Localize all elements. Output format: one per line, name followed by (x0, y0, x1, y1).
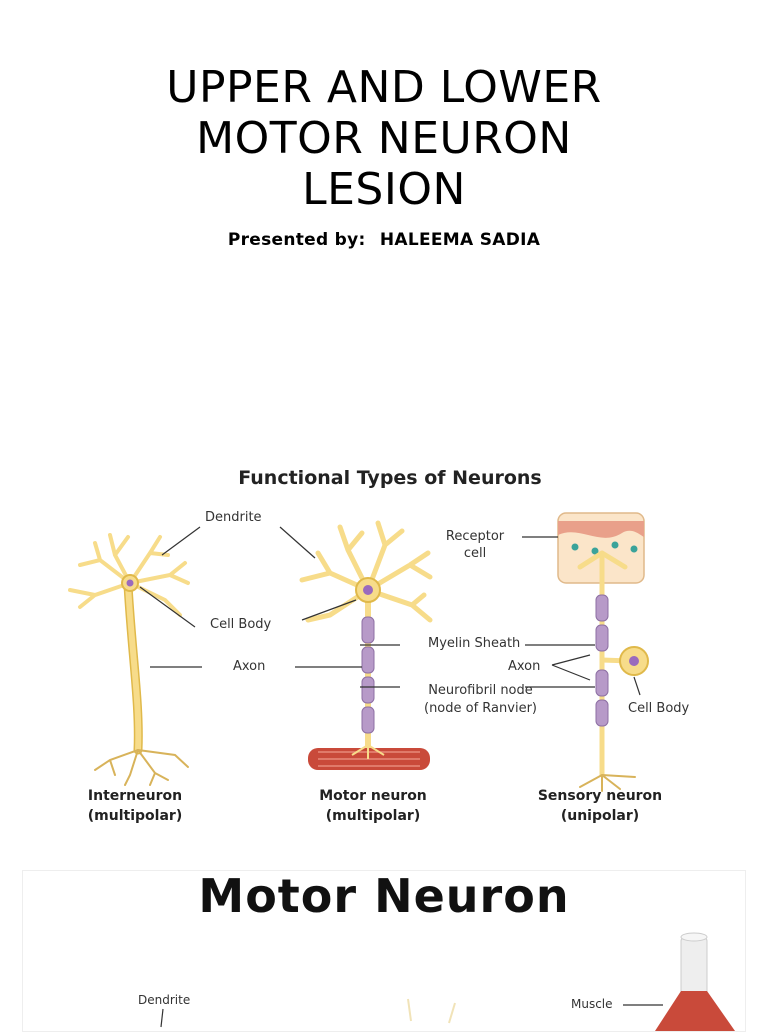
interneuron-drawing (68, 533, 190, 786)
slide-title: UPPER AND LOWER MOTOR NEURON LESION (0, 62, 768, 215)
myelin-segments (361, 616, 375, 734)
label-axon: Axon (233, 659, 266, 674)
motor-neuron-figure: Motor Neuron Dendrite Muscle (22, 870, 746, 1032)
label-neurofibril-node: Neurofibril node (428, 683, 533, 698)
caption-sensory-type: (unipolar) (560, 808, 640, 824)
label-receptor: Receptor (445, 529, 505, 544)
label-myelin-sheath: Myelin Sheath (428, 636, 521, 651)
caption-sensory-neuron: Sensory neuron (unipolar) (520, 786, 680, 826)
caption-interneuron-name: Interneuron (87, 788, 183, 804)
muscle-fiber (308, 744, 430, 770)
label-dendrite-2: Dendrite (138, 993, 191, 1007)
label-cell: cell (463, 546, 487, 561)
presenter-label: Presented by: (227, 230, 366, 250)
caption-sensory-name: Sensory neuron (537, 788, 663, 804)
figure-title: Functional Types of Neurons (238, 467, 542, 489)
neuron-illustration (68, 512, 649, 792)
caption-motor-name: Motor neuron (319, 788, 427, 804)
presenter-name: HALEEMA SADIA (379, 230, 541, 250)
label-muscle: Muscle (571, 997, 613, 1011)
label-dendrite: Dendrite (205, 510, 262, 525)
title-line-2: MOTOR NEURON (196, 113, 572, 164)
figure2-title: Motor Neuron (198, 870, 570, 923)
label-cell-body: Cell Body (210, 617, 272, 632)
functional-neurons-figure: Functional Types of Neurons (40, 455, 740, 835)
caption-motor-type: (multipolar) (325, 808, 421, 824)
label-axon-right: Axon (508, 659, 541, 674)
presenter-line: Presented by: HALEEMA SADIA (0, 230, 768, 250)
leader-lines (139, 526, 641, 696)
label-cell-body-sensory: Cell Body (628, 701, 690, 716)
motor-neuron-illustration (160, 932, 735, 1031)
caption-interneuron-type: (multipolar) (87, 808, 183, 824)
caption-motor-neuron: Motor neuron (multipolar) (298, 786, 448, 826)
caption-interneuron: Interneuron (multipolar) (70, 786, 200, 826)
title-line-1: UPPER AND LOWER (166, 62, 602, 113)
title-line-3: LESION (302, 164, 466, 215)
label-receptor-cell: Receptor cell (438, 528, 512, 562)
label-node-ranvier: Neurofibril node (node of Ranvier) (424, 682, 537, 718)
label-node-ranvier-sub: (node of Ranvier) (424, 701, 537, 716)
